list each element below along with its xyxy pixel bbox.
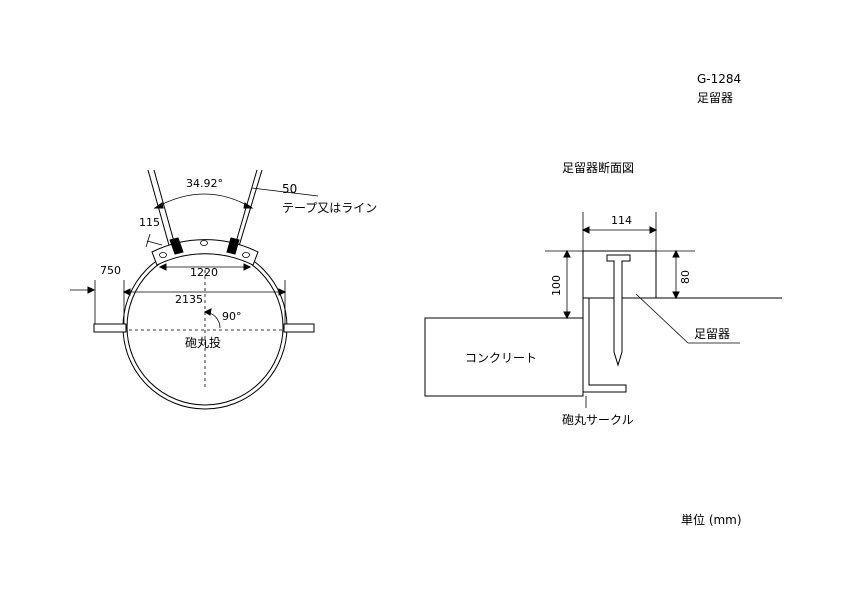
drawing-number: G-1284: [697, 72, 741, 86]
angle-label-34: 34.92°: [186, 177, 223, 190]
bolt-hole-right: [242, 252, 250, 258]
dim-label-2135: 2135: [175, 293, 203, 306]
dim-arrow-114-r: [649, 226, 658, 234]
dim-arrow-1220-r: [243, 263, 252, 271]
dim-label-1220: 1220: [190, 266, 218, 279]
angle-arrow-right: [243, 202, 254, 209]
section-title: 足留器断面図: [562, 160, 634, 175]
circle-label: 砲丸投: [185, 335, 221, 350]
dim-label-750: 750: [100, 264, 121, 277]
bolt-hole-left: [159, 252, 167, 258]
stopboard-label: 足留器: [694, 327, 730, 341]
dim-label-114: 114: [611, 214, 632, 227]
angle-label-90: 90°: [222, 310, 242, 323]
dim-arrow-80-t: [672, 249, 680, 258]
tape-mark-right: [226, 237, 240, 255]
dim-arrow-114-l: [581, 226, 590, 234]
bolt-hole-center: [200, 240, 208, 246]
drawing-title: 足留器: [697, 91, 733, 105]
angle-arc-90: [204, 311, 221, 329]
angle-arrow-90: [203, 308, 212, 316]
stop-board: [151, 239, 259, 266]
dim-label-115: 115: [139, 216, 160, 229]
dim-label-50: 50: [282, 182, 297, 196]
stopboard-section: 足留器断面図 114 100 80 コンクリート 足: [424, 160, 782, 427]
concrete-block: [424, 317, 584, 397]
circle-section-label: 砲丸サークル: [562, 413, 634, 427]
unit-label: 単位 (mm): [681, 512, 742, 527]
angle-arrow-left: [153, 202, 164, 209]
dim-ext-115: [145, 233, 151, 248]
spike: [606, 254, 631, 367]
leader-50: [251, 187, 319, 197]
tape-line-label: テープ又はライン: [282, 201, 377, 215]
dim-arrow-2135-l: [122, 288, 131, 296]
dim-arrow-2135-r: [278, 288, 287, 296]
dim-arrow-100-b: [563, 311, 571, 320]
dim-arrow-100-t: [563, 249, 571, 258]
dim-arrow-750: [87, 286, 96, 294]
dim-arrow-1220-l: [158, 263, 167, 271]
dim-arrow-80-b: [672, 291, 680, 300]
concrete-label: コンクリート: [465, 351, 537, 365]
sector-line-left-a: [147, 169, 173, 257]
angle-arc-34: [154, 193, 253, 209]
leader-stopboard: [635, 293, 689, 344]
side-board-right: [283, 323, 315, 333]
dim-line-115: [146, 240, 163, 246]
dim-label-100: 100: [550, 275, 563, 296]
dim-label-80: 80: [679, 270, 692, 284]
sector-line-right-a: [235, 169, 263, 257]
tape-mark-left: [169, 237, 184, 255]
side-board-left: [93, 323, 127, 333]
shot-put-circle-plan: 34.92° 50 テープ又はライン 115 750 1220: [70, 169, 377, 410]
